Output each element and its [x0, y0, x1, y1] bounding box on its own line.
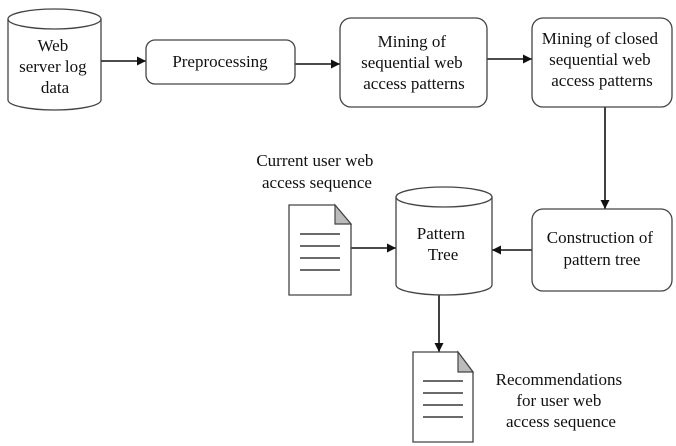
- mining-closed-box: Mining of closed sequential web access p…: [531, 17, 673, 108]
- mining-closed-line: Mining of closed: [542, 29, 659, 48]
- mining-sequential-label: Mining of sequential web access patterns: [361, 32, 467, 93]
- edges: [101, 54, 610, 352]
- preprocessing-line: Preprocessing: [172, 52, 268, 71]
- web-server-log-database: Web server log data: [7, 8, 102, 111]
- document-icon: [288, 204, 352, 296]
- mining-sequential-box: Mining of sequential web access patterns: [339, 17, 488, 108]
- mining-sequential-line: Mining of: [378, 32, 447, 51]
- current-user-line: Current user web: [256, 151, 373, 170]
- web-server-log-line: data: [41, 78, 70, 97]
- pattern-tree-line: Pattern: [417, 224, 466, 243]
- recommendations-document: Recommendations for user web access sequ…: [412, 350, 627, 443]
- database-cylinder-top: [395, 196, 493, 208]
- construction-rect: [531, 208, 673, 292]
- mining-sequential-rect: [339, 17, 488, 108]
- construction-line: Construction of: [547, 228, 654, 247]
- document-fold-icon: [457, 350, 475, 373]
- pattern-tree-database: Pattern Tree: [395, 186, 493, 296]
- mining-closed-line: access patterns: [551, 71, 652, 90]
- document-icon: [412, 351, 474, 443]
- web-server-log-label: Web server log data: [19, 36, 91, 97]
- construction-line: pattern tree: [564, 250, 641, 269]
- database-cylinder-icon: [395, 186, 493, 296]
- web-server-log-line: Web: [38, 36, 69, 55]
- mining-closed-line: sequential web: [549, 50, 651, 69]
- pattern-tree-line: Tree: [428, 245, 459, 264]
- mining-closed-label: Mining of closed sequential web access p…: [542, 29, 662, 90]
- recommendations-line: Recommendations: [496, 370, 623, 389]
- pattern-tree-label: Pattern Tree: [417, 224, 469, 264]
- mining-sequential-line: sequential web: [361, 53, 463, 72]
- recommendations-line: for user web: [516, 391, 601, 410]
- current-user-line: access sequence: [262, 173, 372, 192]
- database-cylinder-icon: [7, 8, 102, 111]
- preprocessing-box: Preprocessing: [145, 39, 296, 85]
- document-fold-icon: [334, 203, 353, 225]
- web-server-log-line: server log: [19, 57, 87, 76]
- database-cylinder-top: [7, 18, 102, 30]
- preprocessing-rect: [145, 39, 296, 85]
- mining-sequential-line: access patterns: [363, 74, 464, 93]
- preprocessing-label: Preprocessing: [172, 52, 268, 71]
- construction-label: Construction of pattern tree: [547, 228, 658, 269]
- recommendations-line: access sequence: [506, 412, 616, 431]
- recommendations-label: Recommendations for user web access sequ…: [496, 370, 627, 431]
- current-user-label: Current user web access sequence: [256, 151, 377, 192]
- mining-closed-rect: [531, 17, 673, 108]
- construction-box: Construction of pattern tree: [531, 208, 673, 292]
- current-user-document: Current user web access sequence: [256, 151, 377, 296]
